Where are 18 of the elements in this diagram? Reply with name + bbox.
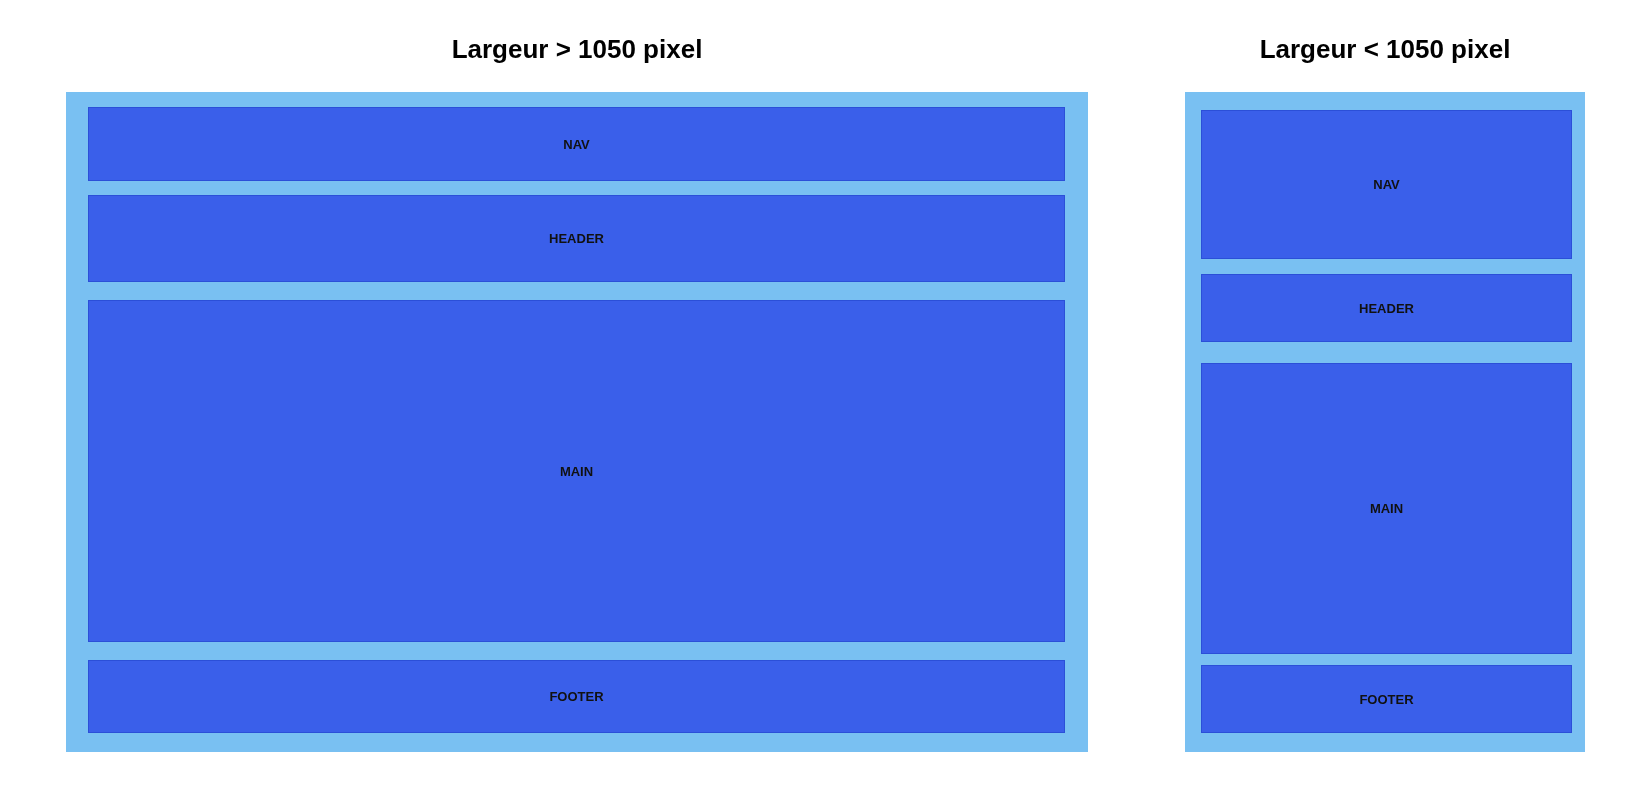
layout-block xyxy=(1201,274,1572,342)
section-label: FOOTER xyxy=(549,689,604,704)
section-label: FOOTER xyxy=(1359,691,1414,707)
section-label: HEADER xyxy=(549,231,604,246)
panel-title: Largeur > 1050 pixel xyxy=(451,34,703,65)
layout-block xyxy=(88,660,1065,733)
layout-block xyxy=(88,107,1065,181)
section-label: MAIN xyxy=(559,463,594,479)
section-label: NAV xyxy=(1373,177,1400,192)
layout-block xyxy=(88,300,1065,642)
layout-block xyxy=(1201,363,1572,654)
layout-block xyxy=(88,195,1065,282)
layout-block xyxy=(1201,665,1572,733)
section-label: MAIN xyxy=(1369,501,1404,516)
panel-title: Largeur < 1050 pixel xyxy=(1259,34,1511,65)
section-label: HEADER xyxy=(1359,300,1414,316)
layout-block xyxy=(1201,110,1572,259)
section-label: NAV xyxy=(563,136,590,152)
